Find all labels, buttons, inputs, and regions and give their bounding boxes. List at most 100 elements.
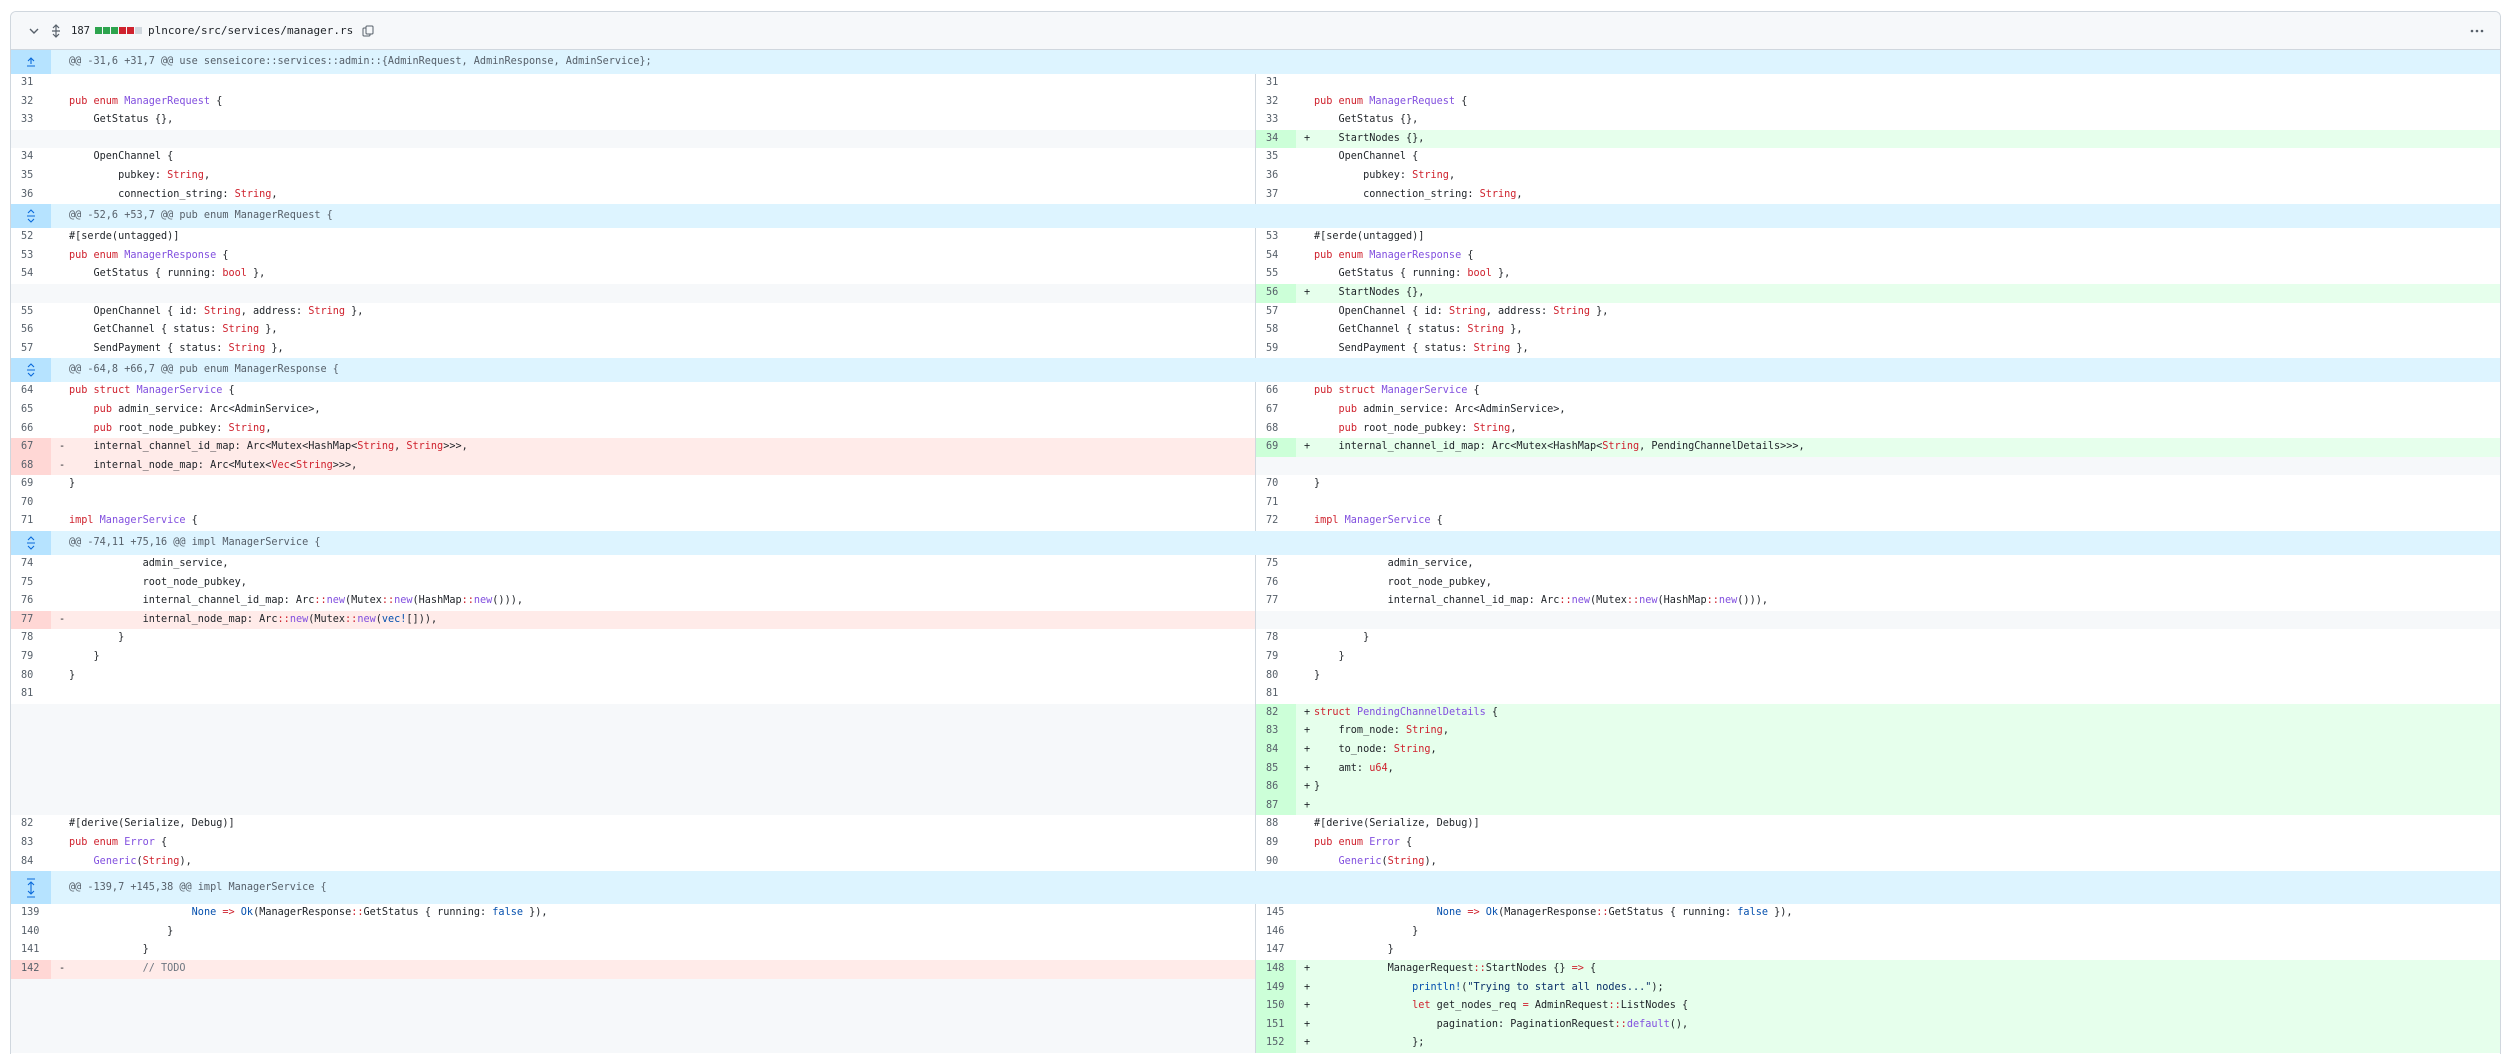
line-number[interactable]: 34 [1256,129,1296,149]
line-number[interactable]: 52 [21,231,34,243]
file-path[interactable]: plncore/src/services/manager.rs [147,24,354,37]
line-number[interactable]: 89 [1266,836,1279,848]
line-number[interactable]: 55 [21,305,34,317]
line-number[interactable]: 69 [21,478,34,490]
line-number[interactable]: 140 [21,925,40,937]
line-number[interactable]: 147 [1266,944,1285,956]
line-number[interactable]: 77 [1266,595,1279,607]
line-number[interactable]: 59 [1266,342,1279,354]
line-number[interactable]: 53 [21,249,34,261]
diff-marker: + [1304,1018,1311,1030]
line-number[interactable]: 36 [21,188,34,200]
line-number[interactable]: 146 [1266,925,1285,937]
line-number[interactable]: 34 [21,151,34,163]
line-number[interactable]: 70 [21,496,34,508]
line-number[interactable]: 80 [21,669,34,681]
code-line: OpenChannel { id: String, address: Strin… [69,305,364,317]
line-number[interactable]: 66 [21,422,34,434]
line-number[interactable]: 148 [1256,959,1296,979]
copy-path-icon[interactable] [359,22,377,40]
expand-up-icon[interactable] [11,50,51,74]
line-number[interactable]: 69 [1256,438,1296,457]
code-line: OpenChannel { id: String, address: Strin… [1314,305,1609,317]
line-number[interactable]: 68 [11,456,51,476]
line-number[interactable]: 72 [1266,515,1279,527]
line-number[interactable]: 78 [21,632,34,644]
line-number[interactable]: 64 [21,385,34,397]
line-number[interactable]: 81 [1266,688,1279,700]
hunk-header-text: @@ -74,11 +75,16 @@ impl ManagerService … [69,537,321,549]
line-number[interactable]: 36 [1266,169,1279,181]
expand-both-icon[interactable] [11,871,51,905]
line-number[interactable]: 82 [1256,703,1296,723]
line-number[interactable]: 67 [1266,403,1279,415]
line-number[interactable]: 152 [1256,1034,1296,1053]
line-number[interactable]: 71 [1266,496,1279,508]
line-number[interactable]: 56 [1256,283,1296,303]
collapse-chevron-icon[interactable] [25,22,43,40]
line-number[interactable]: 84 [1256,741,1296,760]
line-number[interactable]: 76 [1266,576,1279,588]
line-number[interactable]: 55 [1266,268,1279,280]
code-line: None => Ok(ManagerResponse::GetStatus { … [191,907,548,919]
line-number[interactable]: 54 [1266,249,1279,261]
line-number[interactable]: 139 [21,907,40,919]
expand-both-icon[interactable] [11,204,51,229]
line-number[interactable]: 57 [21,342,34,354]
line-number[interactable]: 80 [1266,669,1279,681]
line-number[interactable]: 58 [1266,324,1279,336]
line-number[interactable]: 66 [1266,385,1279,397]
line-number[interactable]: 70 [1266,478,1279,490]
line-number[interactable]: 53 [1266,231,1279,243]
line-number[interactable]: 78 [1266,632,1279,644]
diff-row-added: 149+ println!("Trying to start all nodes… [11,978,2500,998]
line-number[interactable]: 75 [21,576,34,588]
expand-both-icon[interactable] [11,531,51,556]
line-number[interactable]: 31 [1266,77,1279,88]
line-number[interactable]: 151 [1256,1015,1296,1035]
line-number[interactable]: 35 [1266,151,1279,163]
line-number[interactable]: 79 [1266,651,1279,663]
line-number[interactable]: 141 [21,944,40,956]
line-number[interactable]: 35 [21,169,34,181]
line-number[interactable]: 31 [21,77,34,88]
expand-all-icon[interactable] [47,22,65,40]
line-number[interactable]: 150 [1256,997,1296,1016]
line-number[interactable]: 142 [11,959,51,979]
line-number[interactable]: 86 [1256,778,1296,797]
line-number[interactable]: 83 [21,836,34,848]
line-number[interactable]: 81 [21,688,34,700]
line-number[interactable]: 65 [21,403,34,415]
line-number[interactable]: 90 [1266,855,1279,867]
code-line: #[derive(Serialize, Debug)] [69,818,235,830]
line-number[interactable]: 57 [1266,305,1279,317]
line-number[interactable]: 82 [21,818,34,830]
code-line: pub struct ManagerService { [69,385,235,397]
line-number[interactable]: 71 [21,515,34,527]
line-number[interactable]: 85 [1256,759,1296,779]
line-number[interactable]: 68 [1266,422,1279,434]
code-line: internal_channel_id_map: Arc<Mutex<HashM… [69,441,468,453]
line-number[interactable]: 149 [1256,978,1296,998]
line-number[interactable]: 32 [1266,95,1279,107]
line-number[interactable]: 56 [21,324,34,336]
line-number[interactable]: 74 [21,558,34,570]
line-number[interactable]: 32 [21,95,34,107]
line-number[interactable]: 67 [11,438,51,457]
line-number[interactable]: 145 [1266,907,1285,919]
line-number[interactable]: 75 [1266,558,1279,570]
code-line: connection_string: String, [69,188,278,200]
line-number[interactable]: 33 [1266,114,1279,126]
line-number[interactable]: 37 [1266,188,1279,200]
line-number[interactable]: 54 [21,268,34,280]
line-number[interactable]: 84 [21,855,34,867]
line-number[interactable]: 79 [21,651,34,663]
more-options-icon[interactable] [2468,22,2486,40]
line-number[interactable]: 76 [21,595,34,607]
expand-both-icon[interactable] [11,358,51,383]
line-number[interactable]: 77 [11,610,51,630]
line-number[interactable]: 33 [21,114,34,126]
line-number[interactable]: 88 [1266,818,1279,830]
line-number[interactable]: 83 [1256,722,1296,741]
line-number[interactable]: 87 [1256,796,1296,816]
